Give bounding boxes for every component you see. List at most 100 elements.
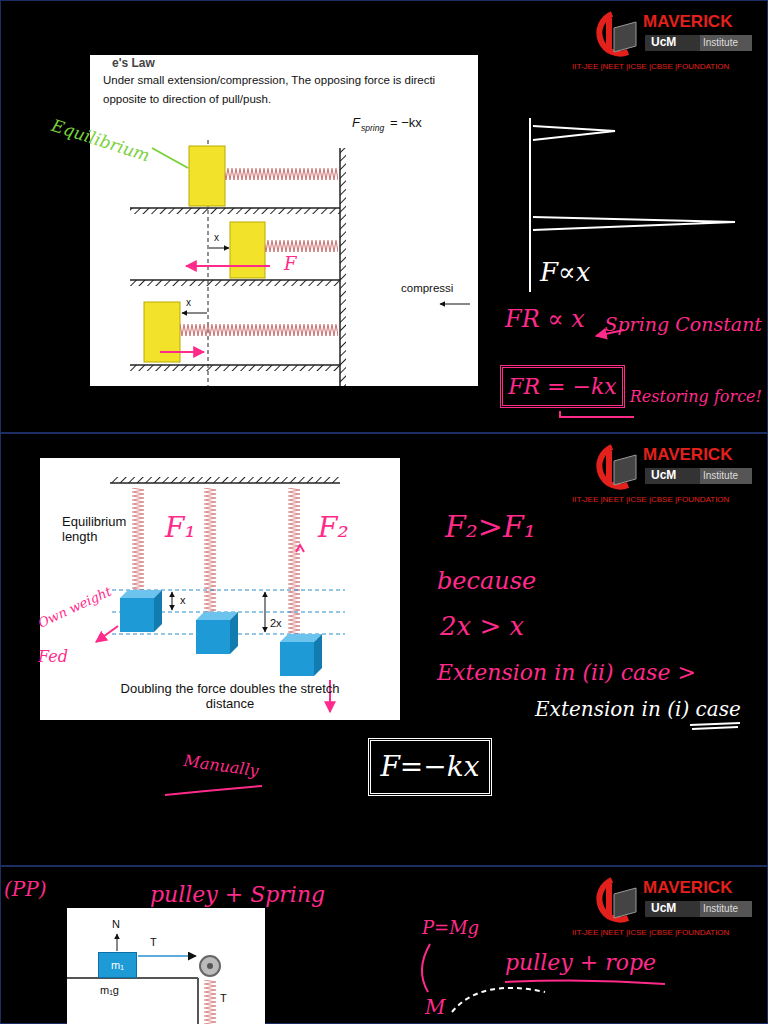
formula-box: F=−kx [368, 738, 492, 796]
annotation-label: 2x > x [440, 612, 524, 642]
annotation-label: pulley + Spring [150, 882, 325, 907]
figure-part [529, 118, 531, 292]
figure-part [225, 168, 338, 180]
heading: e's Law [112, 57, 155, 71]
annotation-label: IIT-JEE |NEET |ICSE |CBSE |FOUNDATION [572, 62, 729, 71]
annotation-label: UcM [651, 36, 676, 50]
figure-part [265, 592, 266, 632]
figure-part [165, 786, 262, 795]
figure-part [505, 980, 665, 984]
annotation-label: Own weight [36, 585, 114, 632]
figure-part [700, 35, 752, 51]
figure-part [110, 482, 340, 484]
figure-part [180, 324, 338, 336]
annotation-label: F₂>F₁ [445, 510, 536, 545]
figure-part [614, 888, 636, 918]
figure-part [204, 488, 216, 616]
figure-part [560, 411, 634, 417]
formula-box: FR = −kx [500, 365, 625, 408]
figure-part [186, 265, 270, 267]
figure-part [690, 723, 740, 729]
annotation-label: x [180, 594, 186, 607]
annotation-label: MAVERICK [643, 12, 732, 32]
figure-part [209, 248, 229, 249]
annotation-label: opposite to direction of pull/push. [103, 93, 271, 106]
annotation-label: IIT-JEE |NEET |ICSE |CBSE |FOUNDATION [572, 495, 729, 504]
figure-part [230, 612, 238, 654]
annotation-label: x [186, 297, 191, 309]
figure-part [614, 455, 636, 485]
figure-part [230, 222, 265, 278]
figure-part [96, 626, 118, 642]
figure-part [90, 55, 478, 386]
figure-part [280, 642, 314, 676]
annotation-label: Extension in (i) case [535, 698, 741, 721]
annotation-label: UcM [651, 469, 676, 483]
figure-part [110, 477, 340, 483]
figure-part [189, 146, 225, 206]
figure-part [606, 884, 612, 918]
figure-part [152, 148, 188, 168]
figure-part [196, 620, 230, 654]
figure-part [40, 458, 400, 720]
annotation-label: UcM [651, 902, 676, 916]
figure-part [606, 18, 612, 52]
figure-part [197, 978, 199, 1024]
annotation-label: T [150, 936, 157, 949]
figure-part [130, 365, 340, 371]
node-text: F=−kx [380, 751, 479, 783]
figure-part [120, 598, 154, 632]
pulley-figure [67, 908, 265, 1024]
annotation-label: Doubling the force doubles the stretch d… [105, 682, 355, 712]
figure-part [452, 988, 545, 1012]
figure-part [130, 279, 340, 281]
figure-part [130, 364, 340, 366]
figure-part [645, 35, 700, 51]
figure-part [296, 545, 304, 552]
figure-part [207, 963, 213, 969]
annotation-label: FR ∝ x [505, 306, 585, 334]
annotation-label: because [437, 568, 536, 596]
figure-part [533, 217, 735, 230]
figure-part [1, 434, 768, 866]
figure-part [182, 313, 207, 314]
annotation-label: pulley + rope [505, 950, 656, 975]
annotation-ink [422, 944, 665, 1012]
annotation-label: T [220, 992, 227, 1005]
figure-part [288, 488, 300, 638]
annotation-label: Institute [703, 470, 738, 482]
annotation-label: M [425, 996, 445, 1019]
figure-part [340, 148, 346, 386]
spring-stretch-figure [40, 458, 400, 720]
annotation-label: F [352, 116, 360, 131]
hooke-figure [90, 55, 478, 386]
annotation-label: Restoring force! [630, 388, 762, 406]
annotation-label: Fed [38, 648, 68, 666]
mass-block: m₁ [98, 952, 137, 978]
figure-part [160, 351, 204, 353]
figure-part [117, 934, 118, 951]
annotation-label: (PP) [4, 878, 47, 901]
figure-part [614, 22, 636, 52]
node-text: m₁ [111, 959, 124, 972]
figure-part [130, 280, 340, 286]
figure-part [130, 208, 340, 214]
figure-part [422, 944, 430, 992]
annotation-label: Manually [182, 752, 259, 781]
figure-part [154, 590, 162, 632]
annotation-label: = −kx [390, 116, 422, 131]
annotation-label: Equilibrium length [62, 515, 144, 545]
annotation-label: MAVERICK [643, 878, 732, 898]
annotation-label: F₁ [165, 512, 196, 544]
figure-part [265, 240, 338, 252]
annotation-label: Extension in (ii) case > [437, 660, 696, 685]
annotation-ink [96, 545, 740, 795]
figure-part [204, 980, 216, 1024]
annotation-label: P=Mg [422, 918, 479, 939]
figure-part [700, 468, 752, 484]
figure-part [440, 304, 470, 305]
annotation-ink [152, 118, 735, 417]
figure-part [130, 207, 340, 209]
annotation-label: compressi [401, 282, 453, 295]
